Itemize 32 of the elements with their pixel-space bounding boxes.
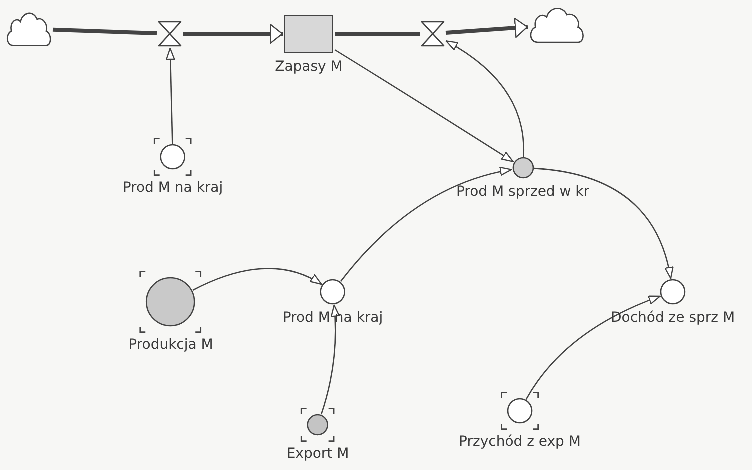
- variable-label: Przychód z exp M: [459, 434, 581, 450]
- auxiliary-node: [286, 408, 350, 462]
- connector-arrow: [340, 167, 512, 282]
- flow-pipe: [52, 28, 158, 36]
- valve-icon: [158, 21, 182, 47]
- stock-node: [275, 14, 343, 74]
- connector-arrow: [446, 40, 524, 158]
- cloud-icon: [529, 5, 585, 45]
- variable-label: Prod M sprzed w kr: [456, 184, 590, 200]
- auxiliary-node: [122, 138, 224, 196]
- variable-label: Zapasy M: [275, 58, 343, 74]
- variable-label: Prod M na kraj: [282, 310, 384, 326]
- flow-pipe: [446, 18, 528, 38]
- connector-arrow: [192, 268, 323, 291]
- variable-label: Produkcja M: [128, 337, 214, 353]
- variable-label: Prod M na kraj: [122, 180, 224, 196]
- valve-icon: [421, 21, 445, 47]
- connector-arrow: [334, 49, 514, 163]
- flow-pipe: [335, 32, 420, 36]
- variable-label: Export M: [286, 446, 350, 462]
- auxiliary-node: [456, 157, 590, 200]
- variable-label: Dochód ze sprz M: [610, 310, 736, 326]
- auxiliary-node: [610, 279, 736, 326]
- connector-arrow: [526, 296, 661, 400]
- connector-arrow: [320, 304, 340, 415]
- connector-arrow: [534, 168, 674, 280]
- flow-pipe: [183, 24, 284, 44]
- connector-arrow: [166, 48, 176, 144]
- cloud-icon: [6, 10, 52, 48]
- auxiliary-node: [282, 279, 384, 326]
- auxiliary-node: [128, 271, 214, 353]
- auxiliary-node: [459, 392, 581, 450]
